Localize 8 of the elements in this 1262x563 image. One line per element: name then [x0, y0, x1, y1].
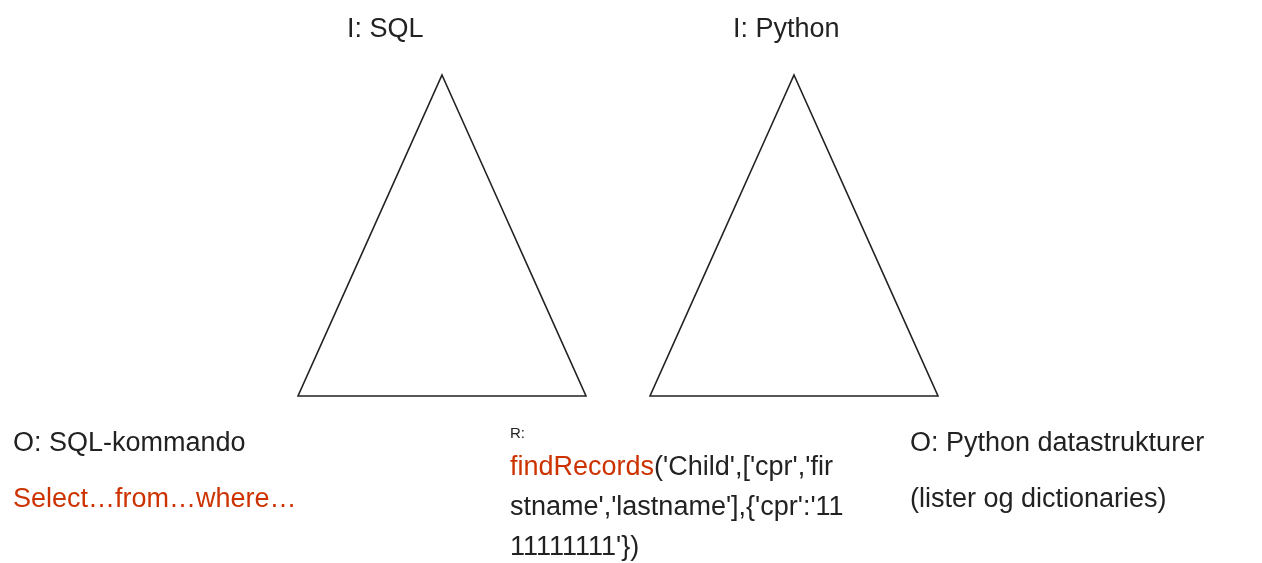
output-example: (lister og dictionaries): [910, 482, 1167, 514]
triangle-heading: I: SQL: [347, 12, 424, 44]
result-label: R:: [510, 424, 525, 441]
output-caption: O: Python datastrukturer: [910, 426, 1205, 458]
output-example: Select…from…where…: [13, 482, 297, 514]
function-call-text: findRecords('Child',['cpr','firstname','lastname'],{'cpr':'1111111111'}): [510, 450, 845, 563]
output-caption: O: SQL-kommando: [13, 426, 246, 458]
triangle-heading: I: Python: [733, 12, 840, 44]
